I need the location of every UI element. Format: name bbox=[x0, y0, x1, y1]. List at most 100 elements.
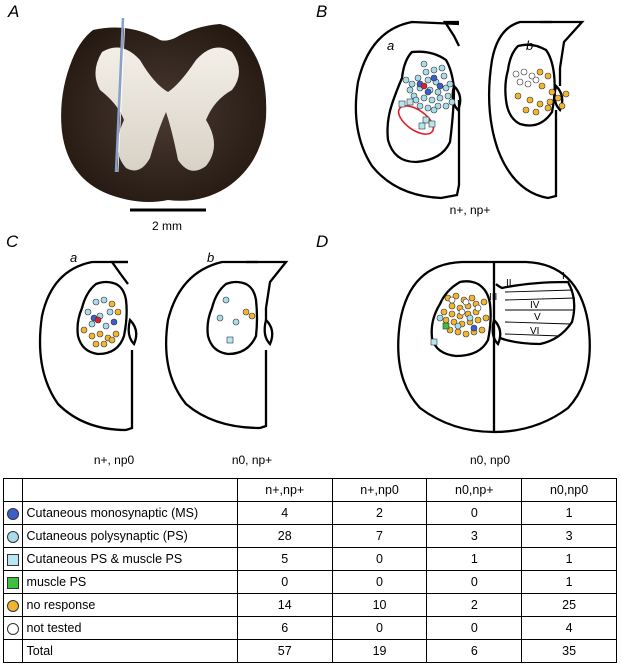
table-row-label: Total bbox=[21, 639, 238, 663]
neuron-circle-marker bbox=[538, 82, 546, 90]
table-cell: 1 bbox=[426, 547, 523, 571]
neuron-circle-marker bbox=[408, 80, 416, 88]
panel-c-label: C bbox=[6, 232, 19, 251]
neuron-circle-marker bbox=[454, 328, 462, 336]
table-row-label: Cutaneous monosynaptic (MS) bbox=[21, 501, 238, 525]
circle-marker-icon bbox=[6, 530, 19, 543]
neuron-circle-marker bbox=[100, 340, 108, 348]
neuron-circle-marker bbox=[442, 102, 450, 110]
table-cell: 7 bbox=[331, 524, 428, 548]
table-cell: 0 bbox=[426, 616, 523, 640]
neuron-circle-marker bbox=[448, 296, 456, 304]
neuron-circle-marker bbox=[462, 330, 470, 338]
neuron-circle-marker bbox=[94, 316, 102, 324]
neuron-circle-marker bbox=[462, 298, 470, 306]
table-row-label: muscle PS bbox=[21, 570, 238, 594]
table-header-cell: n+,np0 bbox=[331, 478, 428, 502]
neuron-circle-marker bbox=[524, 80, 532, 88]
table-cell: 3 bbox=[426, 524, 523, 548]
neuron-circle-marker bbox=[536, 100, 544, 108]
neuron-circle-marker bbox=[512, 70, 520, 78]
table-cell: 57 bbox=[236, 639, 333, 663]
panel-b-caption: n+, np+ bbox=[449, 203, 491, 217]
neuron-circle-marker bbox=[478, 326, 486, 334]
neuron-circle-marker bbox=[482, 314, 490, 322]
neuron-circle-marker bbox=[438, 64, 446, 72]
panel-c-sub-b: b bbox=[207, 250, 215, 265]
table-header-cell bbox=[21, 478, 238, 502]
table-header-cell: n0,np+ bbox=[426, 478, 523, 502]
neuron-circle-marker bbox=[110, 318, 118, 326]
table-cell: 3 bbox=[521, 524, 617, 548]
neuron-circle-marker bbox=[516, 78, 524, 86]
neuron-circle-marker bbox=[436, 82, 444, 90]
neuron-circle-marker bbox=[520, 68, 528, 76]
neuron-circle-marker bbox=[232, 318, 240, 326]
figure-drawing: I II III IV V VI bbox=[38, 17, 591, 434]
neuron-circle-marker bbox=[88, 320, 96, 328]
circle-marker-icon bbox=[6, 599, 19, 612]
table-row-label: Cutaneous PS & muscle PS bbox=[21, 547, 238, 571]
panel-c-hemicord-a bbox=[38, 260, 138, 432]
neuron-circle-marker bbox=[222, 296, 230, 304]
neuron-circle-marker bbox=[470, 324, 478, 332]
neuron-circle-marker bbox=[450, 318, 458, 326]
neuron-circle-marker bbox=[406, 86, 414, 94]
table-symbol-cell bbox=[3, 524, 23, 548]
neuron-circle-marker bbox=[544, 104, 552, 112]
lamina-label-2: II bbox=[506, 278, 512, 289]
neuron-circle-marker bbox=[434, 88, 442, 96]
table-cell: 2 bbox=[426, 593, 523, 617]
neuron-circle-marker bbox=[558, 102, 566, 110]
neuron-circle-marker bbox=[416, 102, 424, 110]
table-symbol-cell bbox=[3, 639, 23, 663]
neuron-circle-marker bbox=[442, 84, 450, 92]
neuron-circle-marker bbox=[430, 66, 438, 74]
neuron-circle-marker bbox=[114, 308, 122, 316]
table-cell: 2 bbox=[331, 501, 428, 525]
neuron-circle-marker bbox=[430, 74, 438, 82]
neuron-circle-marker bbox=[434, 102, 442, 110]
neuron-circle-marker bbox=[544, 72, 552, 80]
neuron-circle-marker bbox=[106, 308, 114, 316]
table-header-cell bbox=[3, 478, 23, 502]
neuron-circle-marker bbox=[468, 294, 476, 302]
neuron-circle-marker bbox=[436, 314, 444, 322]
highlight-ellipse bbox=[397, 105, 435, 135]
table-cell: 0 bbox=[426, 570, 523, 594]
neuron-circle-marker bbox=[92, 340, 100, 348]
panel-b-sub-a: a bbox=[387, 38, 395, 53]
neuron-circle-marker bbox=[532, 76, 540, 84]
neuron-circle-marker bbox=[452, 292, 460, 300]
neuron-square-marker bbox=[406, 98, 414, 106]
panel-d-label: D bbox=[316, 232, 329, 251]
panel-c-hemicord-b bbox=[165, 260, 289, 430]
neuron-circle-marker bbox=[444, 92, 452, 100]
table-row-label: Cutaneous polysynaptic (PS) bbox=[21, 524, 238, 548]
lamina-label-3: III bbox=[489, 292, 497, 303]
neuron-circle-marker bbox=[526, 96, 534, 104]
circle-marker-icon bbox=[6, 507, 19, 520]
neuron-square-marker bbox=[422, 116, 430, 124]
panel-b-hemicord-b bbox=[487, 20, 585, 200]
circle-marker-icon bbox=[6, 622, 19, 635]
neuron-circle-marker bbox=[480, 298, 488, 306]
table-cell: 4 bbox=[236, 501, 333, 525]
neuron-square-marker bbox=[442, 322, 450, 330]
neuron-circle-marker bbox=[102, 322, 110, 330]
table-cell: 1 bbox=[521, 547, 617, 571]
neuron-circle-marker bbox=[514, 92, 522, 100]
table-cell: 1 bbox=[521, 501, 617, 525]
neuron-circle-marker bbox=[474, 304, 482, 312]
neuron-circle-marker bbox=[458, 308, 466, 316]
neuron-circle-marker bbox=[548, 88, 556, 96]
table-symbol-cell bbox=[3, 570, 23, 594]
neuron-circle-marker bbox=[430, 106, 438, 114]
lamina-label-6: VI bbox=[530, 326, 539, 337]
spinal-cord-photo bbox=[61, 17, 267, 212]
neuron-square-marker bbox=[430, 338, 438, 346]
